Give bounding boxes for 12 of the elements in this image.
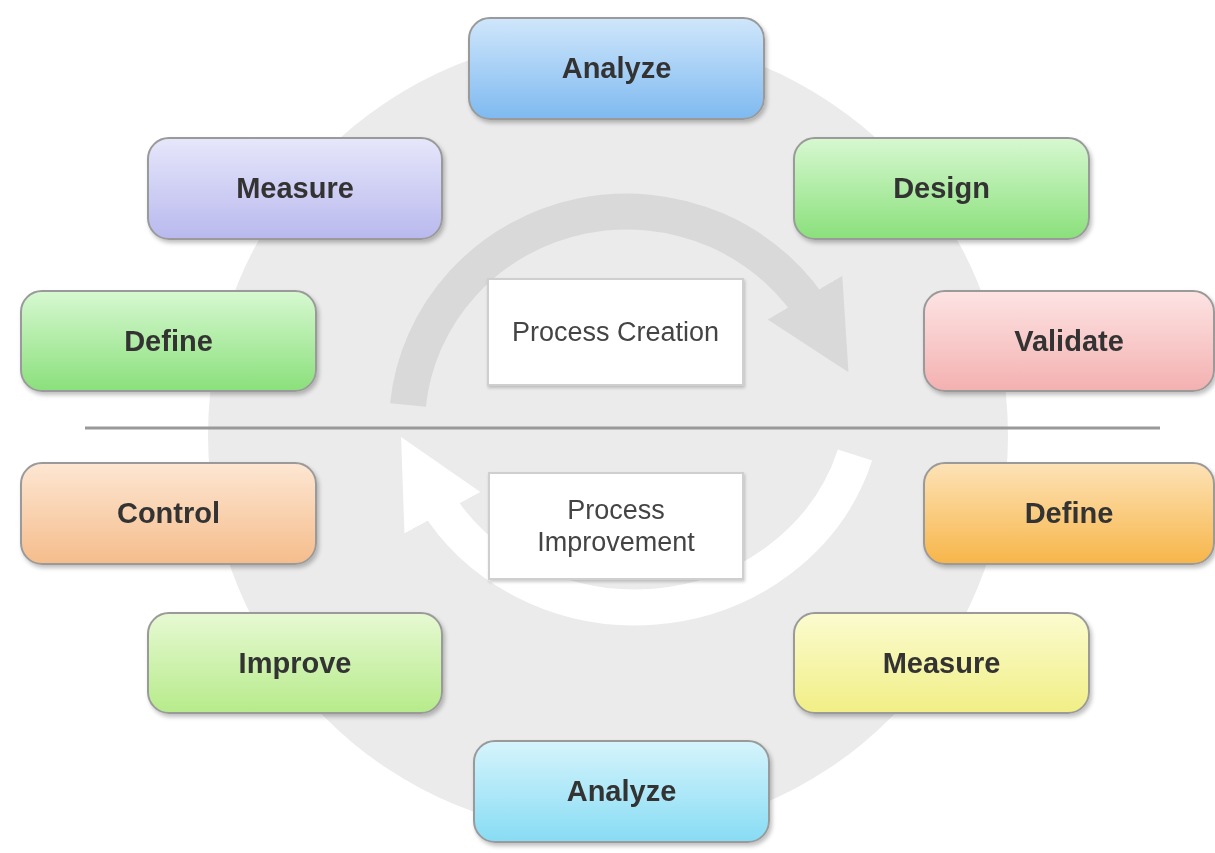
step-box: Measure [147, 137, 443, 240]
step-box: Define [20, 290, 317, 392]
step-box: Validate [923, 290, 1215, 392]
step-box: Measure [793, 612, 1090, 714]
step-box: Design [793, 137, 1090, 240]
step-box: Control [20, 462, 317, 565]
step-box: Improve [147, 612, 443, 714]
step-box: Define [923, 462, 1215, 565]
step-box: Analyze [473, 740, 770, 843]
phase-box: Process Improvement [488, 472, 744, 580]
phase-box: Process Creation [487, 278, 744, 386]
step-box: Analyze [468, 17, 765, 120]
